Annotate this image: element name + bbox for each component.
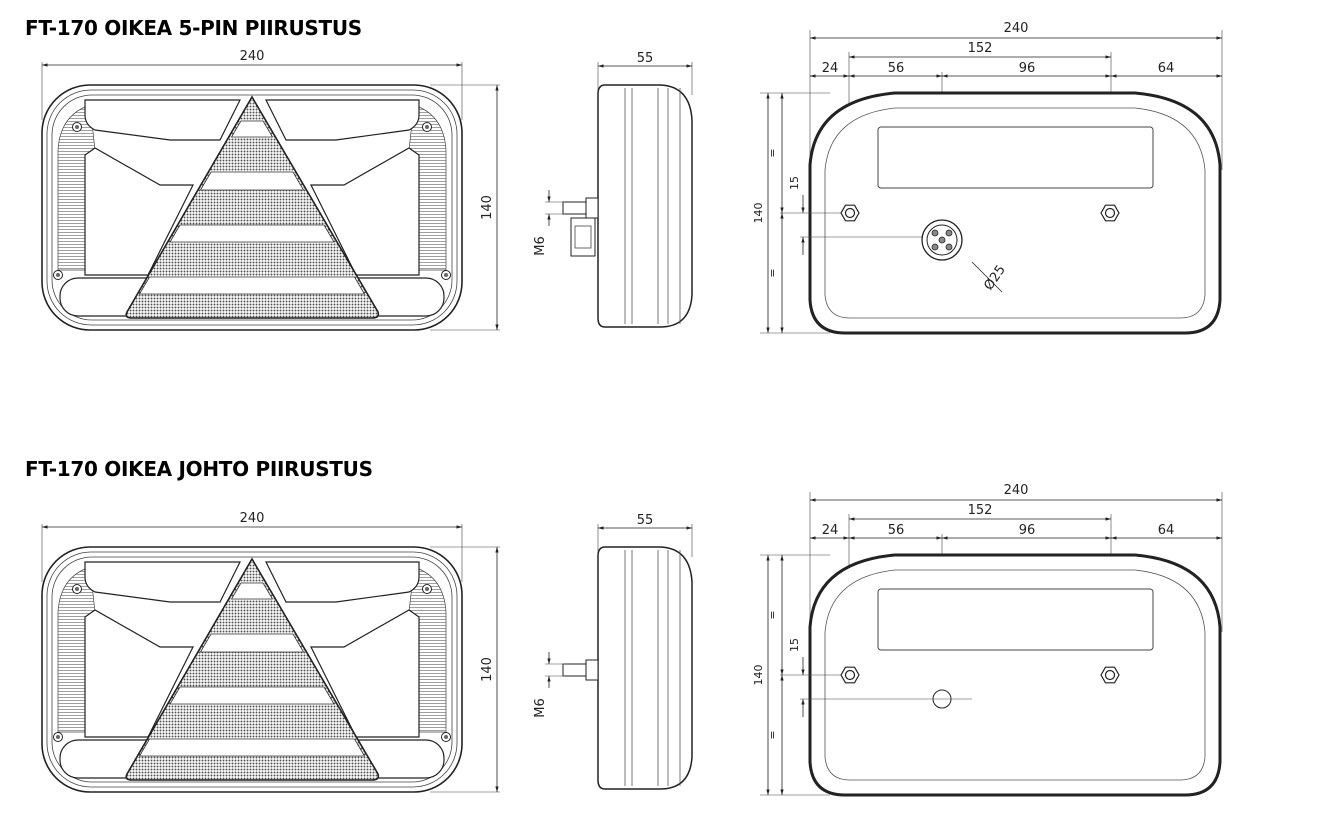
reflector-white-band <box>169 686 335 705</box>
side-depth-dim-label: 55 <box>637 51 654 66</box>
stud-nut <box>585 659 599 681</box>
mounting-nut-icon <box>840 666 860 684</box>
rear-overall-width-dim-label: 240 <box>1004 21 1029 36</box>
right-top-lens <box>265 561 420 603</box>
connector-socket-side <box>570 217 596 257</box>
thread-size-label: M6 <box>533 698 548 718</box>
rear-right-offset-dim-label: 64 <box>1158 523 1175 538</box>
rear-connector-bolt-dim-label: 96 <box>1019 523 1036 538</box>
triangle-reflector <box>125 95 380 319</box>
section-title-5pin: FT-170 OIKEA 5-PIN PIIRUSTUS <box>25 16 362 40</box>
rear-connector-offset-dim-label: 56 <box>888 61 905 76</box>
mounting-nut-icon <box>1100 204 1120 222</box>
left-main-lens <box>84 147 194 276</box>
left-top-lens <box>84 99 241 141</box>
rear-vertical-offset-label: 15 <box>788 638 801 652</box>
reflector-white-band <box>138 276 366 295</box>
reflector-white-band <box>230 582 274 600</box>
reflector-white-band <box>199 633 305 653</box>
lamp-side-profile <box>597 84 693 328</box>
mounting-nut-icon <box>1100 666 1120 684</box>
right-main-lens <box>310 147 420 276</box>
rear-connector-offset-dim-label: 56 <box>888 523 905 538</box>
reflector-white-band <box>230 120 274 138</box>
connector-pin <box>938 236 946 244</box>
triangle-reflector <box>125 557 380 781</box>
mounting-nut-icon <box>840 204 860 222</box>
rear-label-area <box>877 126 1154 189</box>
reflector-white-band <box>138 738 366 757</box>
front-width-dim-label: 240 <box>240 49 265 64</box>
rear-left-offset-dim-label: 24 <box>822 523 839 538</box>
lamp-side-profile <box>597 546 693 790</box>
front-height-dim-label: 140 <box>480 657 495 682</box>
front-height-dim-label: 140 <box>480 195 495 220</box>
right-top-lens <box>265 99 420 141</box>
thread-size-label: M6 <box>533 236 548 256</box>
stud-nut <box>585 197 599 219</box>
rear-lower-equal-dim-label: = <box>766 730 779 739</box>
reflector-white-band <box>199 171 305 191</box>
rear-right-offset-dim-label: 64 <box>1158 61 1175 76</box>
front-width-dim-label: 240 <box>240 511 265 526</box>
rear-bolt-span-dim-label: 152 <box>968 41 993 56</box>
reflector-white-band <box>169 224 335 243</box>
front-view: 240 140 <box>41 511 500 793</box>
left-main-lens <box>84 609 194 738</box>
rear-label-area <box>877 588 1154 651</box>
connector-pin <box>945 243 953 251</box>
front-view: 240 140 <box>41 49 500 331</box>
connector-pin <box>931 229 939 237</box>
rear-lower-equal-dim-label: = <box>766 268 779 277</box>
connector-pin <box>931 243 939 251</box>
rear-left-offset-dim-label: 24 <box>822 61 839 76</box>
rear-upper-equal-dim-label: = <box>766 148 779 157</box>
section-title-cable: FT-170 OIKEA JOHTO PIIRUSTUS <box>25 457 373 481</box>
rear-overall-width-dim-label: 240 <box>1004 483 1029 498</box>
rear-height-dim-label: 140 <box>752 203 765 224</box>
left-top-lens <box>84 561 241 603</box>
side-depth-dim-label: 55 <box>637 513 654 528</box>
rear-connector-bolt-dim-label: 96 <box>1019 61 1036 76</box>
right-main-lens <box>310 609 420 738</box>
connector-pin <box>945 229 953 237</box>
rear-bolt-span-dim-label: 152 <box>968 503 993 518</box>
rear-height-dim-label: 140 <box>752 665 765 686</box>
rear-view: 240 152 24 56 96 64 140 = = 15 <box>752 483 1223 797</box>
rear-upper-equal-dim-label: = <box>766 610 779 619</box>
rear-vertical-offset-label: 15 <box>788 176 801 190</box>
